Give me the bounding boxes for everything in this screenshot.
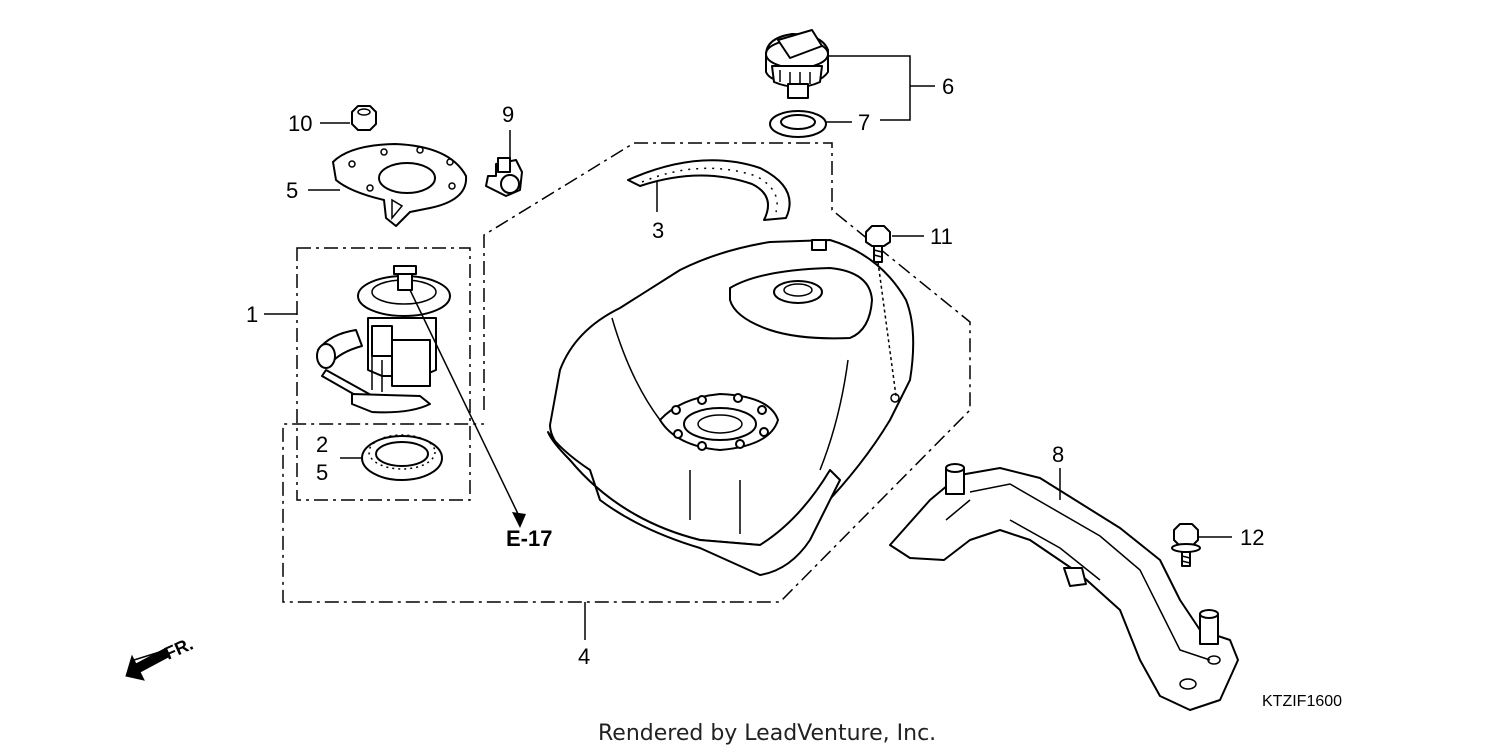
callout-1: 1 <box>246 302 258 327</box>
leader-lines <box>264 55 1232 640</box>
callout-5: 5 <box>286 178 298 203</box>
reference-label: E-17 <box>506 526 552 551</box>
render-credit: Rendered by LeadVenture, Inc. <box>598 721 936 746</box>
callout-4: 4 <box>578 644 590 669</box>
hose-clip <box>485 157 523 197</box>
fuel-tank <box>547 239 915 576</box>
front-direction-marker: FR. <box>125 634 196 681</box>
diagram-code: KTZIF1600 <box>1262 693 1342 710</box>
fuel-pump <box>316 265 451 414</box>
callout-7: 7 <box>858 110 870 135</box>
cap-gasket <box>769 110 827 138</box>
callout-11: 11 <box>930 224 953 249</box>
callout-5-pump: 5 <box>316 460 328 485</box>
bolt-upper <box>865 225 891 263</box>
callout-12: 12 <box>1240 525 1264 550</box>
callout-6: 6 <box>942 74 954 99</box>
callout-9: 9 <box>502 102 514 127</box>
callout-2: 2 <box>316 432 328 457</box>
setting-plate <box>332 143 468 227</box>
callout-labels: 1 2 5 3 4 5 6 7 8 9 10 11 12 <box>246 74 1264 669</box>
fuel-pump-group-outline <box>296 247 471 501</box>
tank-seal-ring <box>627 159 791 221</box>
fuel-cap <box>765 29 829 99</box>
callout-8: 8 <box>1052 442 1064 467</box>
tank-bracket <box>889 463 1239 711</box>
callout-3: 3 <box>652 218 664 243</box>
nut <box>351 105 377 131</box>
fuel-tank-group-outline <box>282 142 971 603</box>
callout-10: 10 <box>288 111 312 136</box>
front-marker-text: FR. <box>161 634 196 664</box>
bolt-lower <box>1171 523 1201 567</box>
pump-seal-ring <box>361 434 443 481</box>
